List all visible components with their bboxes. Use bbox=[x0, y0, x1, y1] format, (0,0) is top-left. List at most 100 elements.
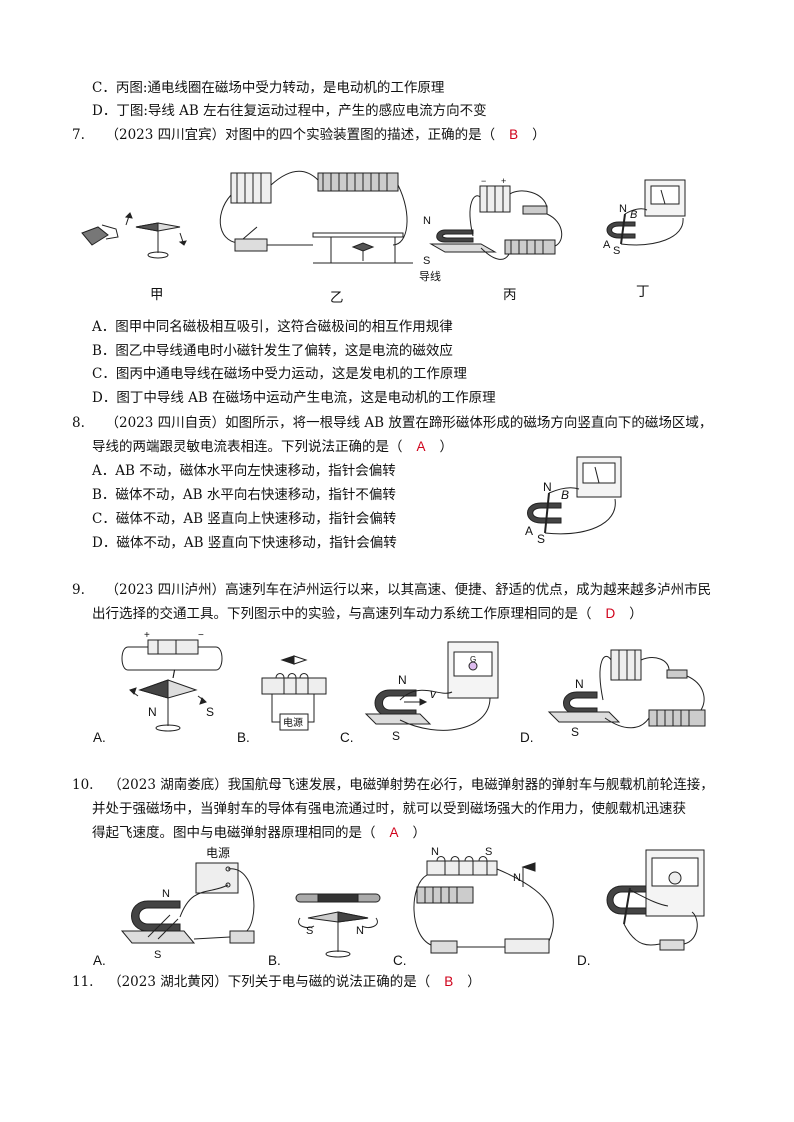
q9d-s: S bbox=[571, 725, 579, 739]
q9-stem-close: ） bbox=[629, 606, 643, 622]
q8-stem-line1: 8. （2023 四川自贡）如图所示，将一根导线 AB 放置在蹄形磁体形成的磁场… bbox=[72, 413, 712, 433]
q9c-n: N bbox=[398, 673, 407, 687]
q7-bing-wire: 导线 bbox=[419, 269, 441, 283]
q9-stem-text2: 出行选择的交通工具。下列图示中的实验，与高速列车动力系统工作原理相同的是（ bbox=[92, 606, 592, 622]
q8-stem-close: ） bbox=[439, 439, 454, 455]
q11-stem-close: ） bbox=[467, 974, 481, 990]
q7-label-jia: 甲 bbox=[150, 287, 164, 302]
q7-figure-ding: N B A S bbox=[603, 179, 686, 257]
q10-stem-close: ） bbox=[412, 825, 427, 841]
q10-stem-line1: 10. （2023 湖南娄底）我国航母飞速发展，电磁弹射势在必行，电磁弹射器的弹… bbox=[72, 775, 714, 795]
q9-answer: D bbox=[605, 606, 616, 621]
q10-choice-d: D. bbox=[577, 953, 591, 968]
q10-figure-b: S N bbox=[295, 893, 381, 958]
q10-stem-text3: 得起飞速度。图中与电磁弹射器原理相同的是（ bbox=[92, 825, 376, 841]
q10-choice-a: A. bbox=[93, 953, 106, 968]
q10a-s: S bbox=[154, 949, 161, 961]
q7-ding-s: S bbox=[613, 245, 620, 257]
q9-figure-a: + − I N S bbox=[121, 630, 223, 732]
q9c-s: S bbox=[392, 729, 400, 743]
q9a-s: S bbox=[206, 705, 214, 719]
q9-stem-line1: 9. （2023 四川泸州）高速列车在泸州运行以来，以其高速、便捷、舒适的优点，… bbox=[72, 580, 711, 600]
q9b-power: 电源 bbox=[283, 716, 303, 729]
q10-stem-line3: 得起飞速度。图中与电磁弹射器原理相同的是（ A ） bbox=[92, 823, 426, 843]
option-c-prev: C．丙图:通电线圈在磁场中受力转动，是电动机的工作原理 bbox=[92, 80, 445, 96]
q8-answer: A bbox=[416, 439, 426, 454]
q10b-s: S bbox=[306, 925, 313, 937]
q11-stem: 11. （2023 湖北黄冈）下列关于电与磁的说法正确的是（ B ） bbox=[72, 972, 481, 992]
q7-answer: B bbox=[509, 127, 519, 142]
q10-figure-c: N S N bbox=[413, 846, 554, 954]
q7-number: 7. bbox=[72, 127, 85, 143]
q11-number: 11. bbox=[72, 974, 94, 990]
q8-fig-s: S bbox=[537, 532, 545, 546]
q9-figure-c: N v S G bbox=[364, 641, 499, 743]
q10-answer: A bbox=[389, 825, 399, 840]
q10-number: 10. bbox=[72, 777, 94, 793]
q8-stem-text2: 导线的两端跟灵敏电流表相连。下列说法正确的是（ bbox=[92, 439, 403, 455]
q7-ding-n: N bbox=[619, 203, 627, 215]
q7-label-yi: 乙 bbox=[330, 290, 344, 305]
q9-choice-d: D. bbox=[520, 730, 534, 745]
q11-stem-text: （2023 湖北黄冈）下列关于电与磁的说法正确的是（ bbox=[108, 974, 431, 990]
q7-figure-yi bbox=[219, 170, 413, 264]
q9-number: 9. bbox=[72, 582, 85, 598]
q7-bing-n: N bbox=[423, 215, 431, 227]
q7-ding-a: A bbox=[603, 239, 611, 251]
q8-fig-a: A bbox=[525, 524, 533, 538]
option-d-prev: D．丁图:导线 AB 左右往复运动过程中，产生的感应电流方向不变 bbox=[92, 103, 487, 119]
q7-figure-jia bbox=[81, 212, 187, 259]
q9-stem-line2: 出行选择的交通工具。下列图示中的实验，与高速列车动力系统工作原理相同的是（ D ） bbox=[92, 604, 643, 624]
q7-bing-plus: + bbox=[501, 176, 506, 186]
q8-number: 8. bbox=[72, 415, 85, 431]
q10c-s: S bbox=[485, 846, 492, 858]
q9a-i: I bbox=[172, 667, 176, 681]
q8-option-b: B．磁体不动，AB 水平向右快速移动，指针不偏转 bbox=[92, 487, 396, 503]
q10-choice-c: C. bbox=[393, 953, 407, 968]
q7-ding-b: B bbox=[630, 209, 637, 221]
q7-label-ding: 丁 bbox=[636, 284, 650, 299]
q7-stem-close: ） bbox=[532, 127, 546, 143]
q11-answer: B bbox=[444, 974, 454, 989]
q10-stem-line2: 并处于强磁场中，当弹射车的导体有强电流通过时，就可以受到磁场强大的作用力，使舰载… bbox=[92, 801, 686, 817]
q7-option-c: C．图丙中通电导线在磁场中受力运动，这是发电机的工作原理 bbox=[92, 366, 467, 382]
q8-option-a: A．AB 不动，磁体水平向左快速移动，指针会偏转 bbox=[92, 463, 396, 479]
q7-figure-bing: − + N S 导线 bbox=[419, 176, 563, 283]
q9-figure-b: 电源 bbox=[261, 655, 327, 731]
q8-fig-b: B bbox=[561, 488, 569, 502]
q10b-n: N bbox=[356, 925, 364, 937]
q7-bing-minus: − bbox=[481, 176, 486, 186]
q9d-n: N bbox=[575, 677, 584, 691]
q7-option-a: A．图甲中同名磁极相互吸引，这符合磁极间的相互作用规律 bbox=[92, 319, 453, 335]
q9-choice-b: B. bbox=[237, 730, 250, 745]
q7-option-b: B．图乙中导线通电时小磁针发生了偏转，这是电流的磁效应 bbox=[92, 343, 453, 359]
q8-stem-text1: （2023 四川自贡）如图所示，将一根导线 AB 放置在蹄形磁体形成的磁场方向竖… bbox=[105, 415, 713, 431]
q8-figure: N B A S bbox=[525, 456, 622, 546]
q9-choice-a: A. bbox=[93, 730, 106, 745]
q10-figure-a: 电源 N S bbox=[120, 846, 255, 961]
q9a-minus: − bbox=[198, 630, 204, 641]
q8-stem-line2: 导线的两端跟灵敏电流表相连。下列说法正确的是（ A ） bbox=[92, 437, 453, 457]
q9c-g: G bbox=[470, 655, 476, 664]
q10c-n2: N bbox=[513, 872, 521, 884]
q7-stem: 7. （2023 四川宜宾）对图中的四个实验装置图的描述，正确的是（ B ） bbox=[72, 125, 546, 145]
q10a-n: N bbox=[162, 888, 170, 900]
q7-bing-s: S bbox=[423, 255, 430, 267]
q7-label-bing: 丙 bbox=[503, 287, 517, 302]
q10-figure-d bbox=[606, 849, 705, 951]
q10-choice-b: B. bbox=[268, 953, 281, 968]
q8-fig-n: N bbox=[543, 480, 552, 494]
q9a-plus: + bbox=[144, 630, 150, 641]
q10a-power: 电源 bbox=[206, 846, 230, 860]
q9a-n: N bbox=[148, 705, 157, 719]
q8-option-c: C．磁体不动，AB 竖直向上快速移动，指针会偏转 bbox=[92, 511, 397, 527]
q8-option-d: D．磁体不动，AB 竖直向下快速移动，指针会偏转 bbox=[92, 535, 397, 551]
q7-option-d: D．图丁中导线 AB 在磁场中运动产生电流，这是电动机的工作原理 bbox=[92, 390, 496, 406]
q9-choice-c: C. bbox=[340, 730, 354, 745]
q7-stem-text: （2023 四川宜宾）对图中的四个实验装置图的描述，正确的是（ bbox=[105, 127, 496, 143]
q9c-v: v bbox=[430, 687, 437, 701]
q9-stem-text1: （2023 四川泸州）高速列车在泸州运行以来，以其高速、便捷、舒适的优点，成为越… bbox=[105, 582, 712, 598]
q10c-n: N bbox=[431, 846, 439, 858]
q9-figure-d: N S bbox=[547, 649, 706, 739]
q10-stem-text1: （2023 湖南娄底）我国航母飞速发展，电磁弹射势在必行，电磁弹射器的弹射车与舰… bbox=[108, 777, 714, 793]
